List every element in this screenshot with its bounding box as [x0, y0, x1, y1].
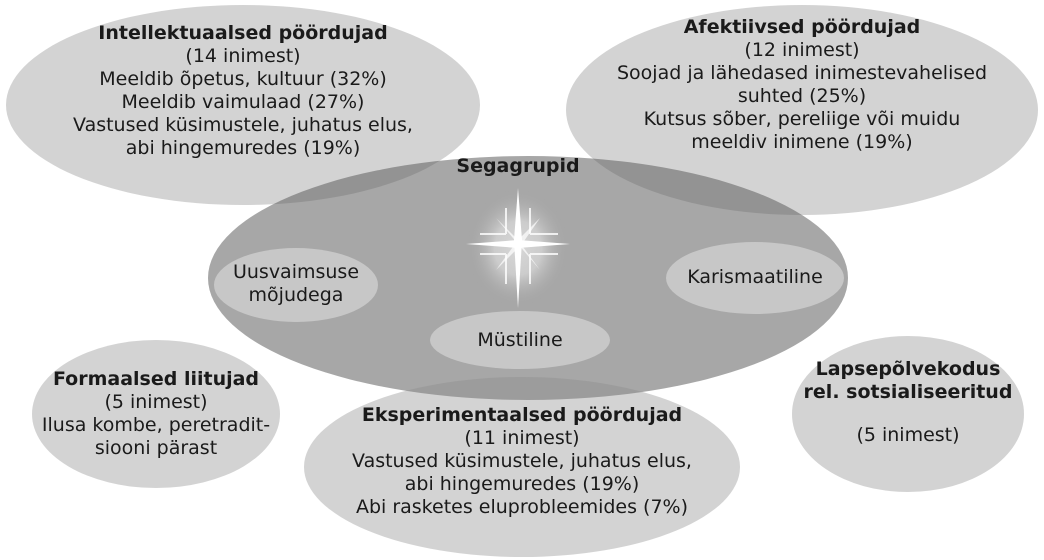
newage-text: Uusvaimsuse mõjudega [214, 261, 378, 307]
affective-line: Kutsus sõber, pereliige või muidu [643, 108, 961, 130]
affective-count: (12 inimest) [744, 39, 860, 61]
experimental-line: Vastused küsimustele, juhatus elus, [352, 450, 692, 472]
formal-line: Ilusa kombe, peretradit- [41, 414, 271, 436]
formal-count: (5 inimest) [104, 391, 208, 413]
newage-line: mõjudega [248, 284, 344, 306]
intellectual-count: (14 inimest) [185, 45, 301, 67]
formal-text: Formaalsed liitujad (5 inimest) Ilusa ko… [32, 368, 280, 460]
childhood-title: rel. sotsialiseeritud [803, 381, 1013, 403]
radiant-cross-icon [466, 188, 570, 308]
mystic-text: Müstiline [430, 329, 610, 352]
newage-ellipse [214, 248, 378, 322]
experimental-line: abi hingemuredes (19%) [404, 473, 640, 495]
experimental-line: Abi rasketes eluprobleemides (7%) [355, 496, 689, 518]
charismatic-ellipse [666, 242, 844, 314]
intellectual-line: Meeldib õpetus, kultuur (32%) [99, 68, 387, 90]
mystic-ellipse [430, 311, 610, 369]
affective-line: Soojad ja lähedased inimestevahelised [617, 62, 987, 84]
affective-text: Afektiivsed pöördujad (12 inimest) Sooja… [586, 16, 1018, 154]
mystic-label: Müstiline [477, 329, 563, 351]
charismatic-text: Karismaatiline [666, 266, 844, 289]
formal-line: siooni pärast [94, 437, 218, 459]
experimental-title: Eksperimentaalsed pöördujad [361, 404, 683, 426]
intellectual-line: Vastused küsimustele, juhatus elus, [73, 114, 413, 136]
intellectual-text: Intellektuaalsed pöördujad (14 inimest) … [43, 22, 443, 160]
affective-title: Afektiivsed pöördujad [683, 16, 921, 38]
mixed-groups-title: Segagrupid [428, 155, 608, 178]
newage-line: Uusvaimsuse [232, 261, 360, 283]
childhood-ellipse [792, 336, 1024, 492]
formal-ellipse [32, 340, 280, 488]
childhood-text: Lapsepõlvekodus rel. sotsialiseeritud (5… [792, 358, 1024, 447]
affective-line: meeldiv inimene (19%) [691, 131, 913, 153]
mixed-groups-title-text: Segagrupid [456, 155, 580, 177]
intellectual-line: abi hingemuredes (19%) [125, 137, 361, 159]
experimental-text: Eksperimentaalsed pöördujad (11 inimest)… [322, 404, 722, 519]
childhood-count: (5 inimest) [856, 424, 960, 446]
intellectual-line: Meeldib vaimulaad (27%) [121, 91, 365, 113]
childhood-title: Lapsepõlvekodus [815, 358, 1001, 380]
experimental-count: (11 inimest) [464, 427, 580, 449]
affective-line: suhted (25%) [737, 85, 867, 107]
intellectual-title: Intellektuaalsed pöördujad [98, 22, 388, 44]
charismatic-label: Karismaatiline [687, 266, 823, 288]
formal-title: Formaalsed liitujad [52, 368, 260, 390]
experimental-ellipse [304, 377, 740, 557]
